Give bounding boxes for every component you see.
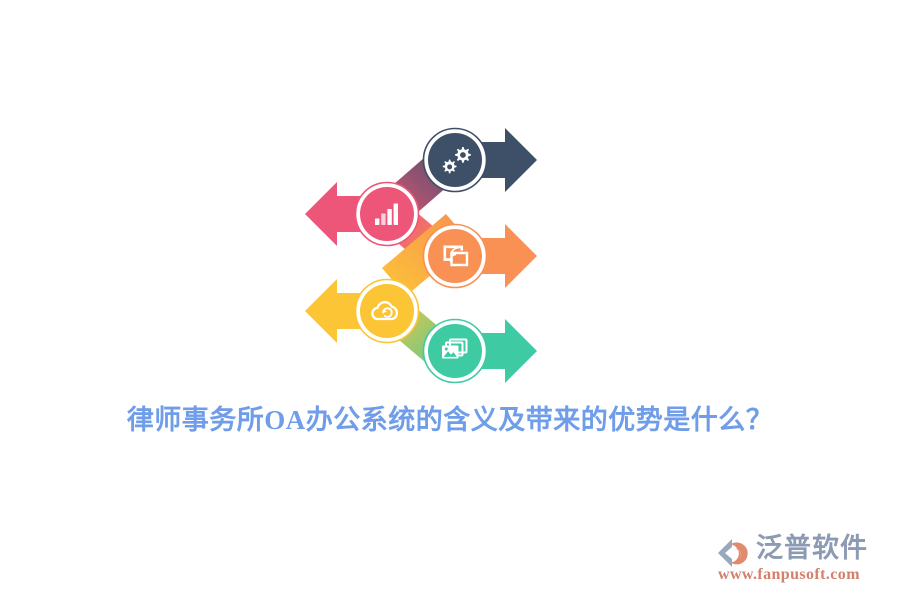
node-disc-pink [360,187,414,241]
cloud-sync-icon [371,301,398,321]
infographic-graphic [305,127,538,384]
gallery-icon [442,338,468,359]
screen-cast-icon [443,245,469,267]
fanpu-logo-icon [714,536,754,570]
node-gallery[interactable] [422,318,538,384]
node-screen-cast[interactable] [422,223,538,289]
node-ring-outline-dark [422,127,488,193]
gears-icon [442,147,471,174]
node-gears[interactable] [422,127,538,193]
brand-logo[interactable]: 泛普软件 www.fanpusoft.com [712,528,882,590]
node-ring-outline-yellow [354,278,420,344]
node-ring-outline-orange [422,223,488,289]
node-bar-chart[interactable] [305,181,420,247]
brand-url: www.fanpusoft.com [718,566,860,583]
node-disc-orange [428,229,482,283]
node-disc-dark [428,133,482,187]
bar-chart-icon [375,203,398,225]
node-ring-outline-green [422,318,488,384]
page-title: 律师事务所OA办公系统的含义及带来的优势是什么？ [126,405,774,435]
brand-name: 泛普软件 [756,533,868,563]
node-cloud-sync[interactable] [305,278,420,344]
node-ring-outline-pink [354,181,420,247]
node-disc-yellow [360,284,414,338]
